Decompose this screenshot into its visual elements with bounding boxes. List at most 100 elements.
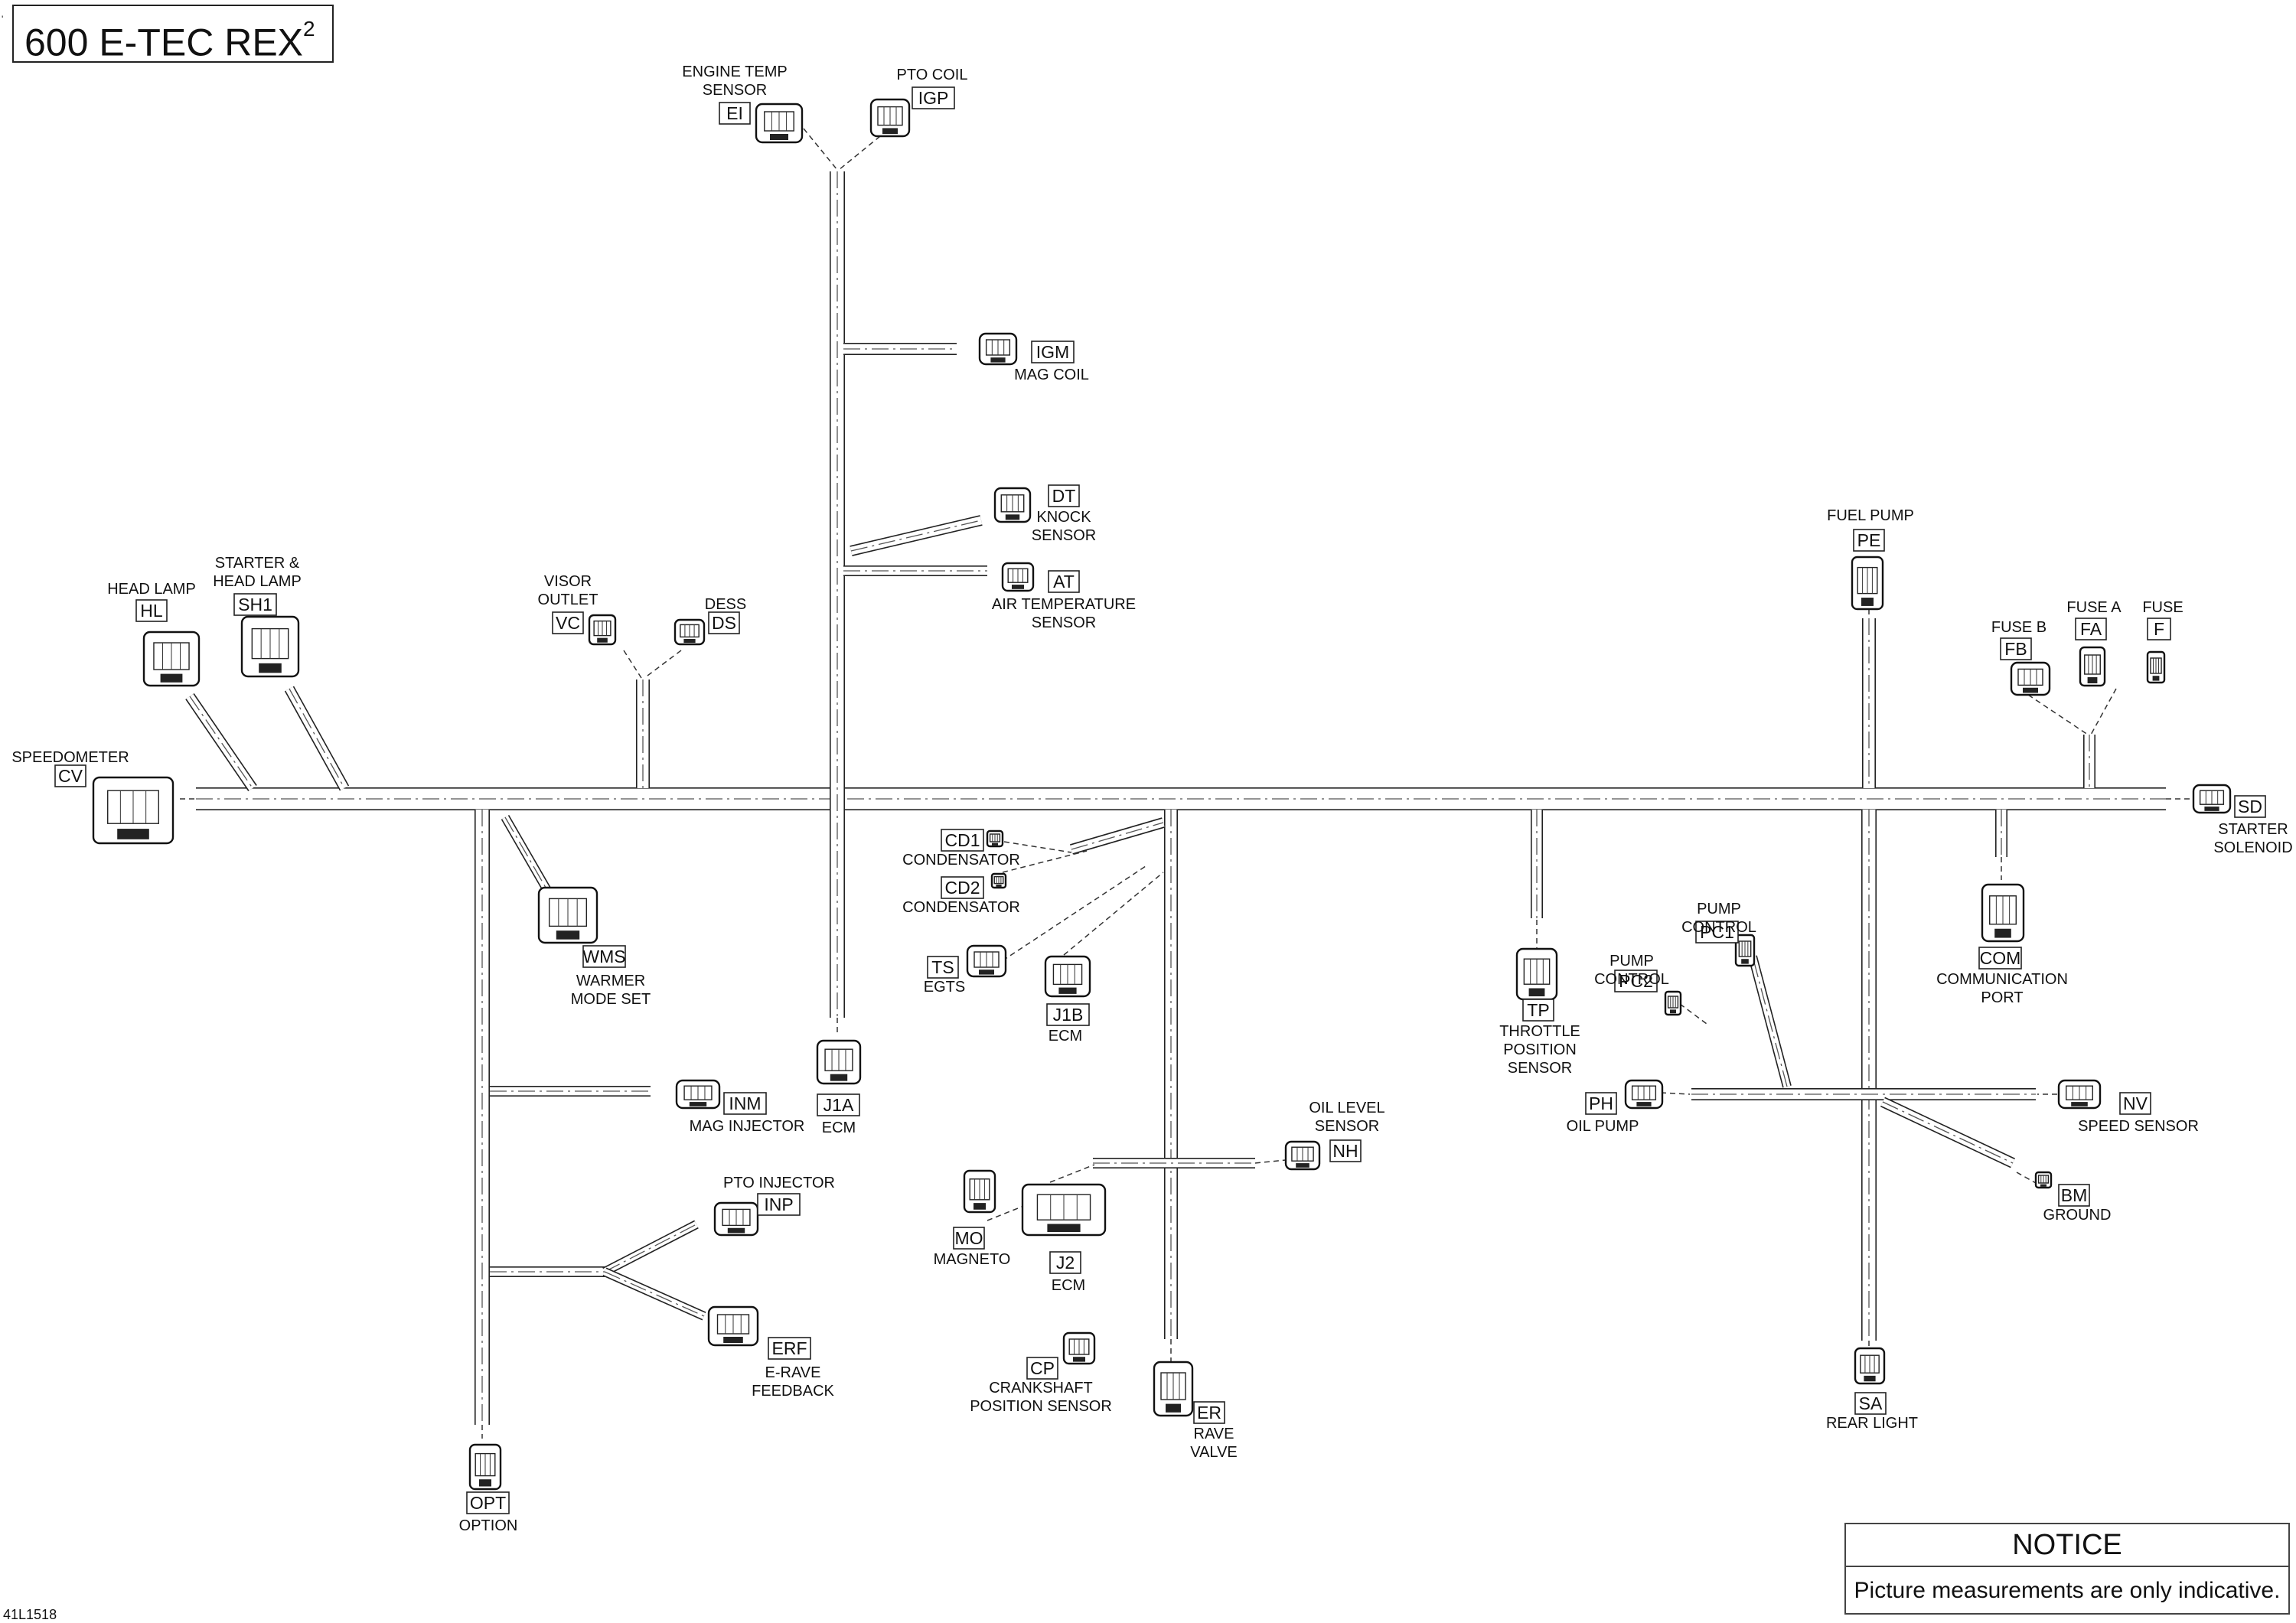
connector-label-opt-0: OPTION [459,1517,518,1534]
code-box-at [1048,570,1080,593]
connector-label-fa-0: FUSE A [2066,599,2122,616]
code-ei: EI [726,103,743,123]
connector-ei [755,103,804,144]
connector-latch-inm [689,1102,707,1106]
connector-label-nh-1: SENSOR [1315,1118,1379,1135]
connector-label-erf-0: E-RAVE [765,1364,821,1381]
connector-label-nh-0: OIL LEVEL [1309,1100,1384,1116]
connector-label-com-0: COMMUNICATION [1936,971,2068,988]
code-inp: INP [764,1194,793,1214]
code-hl: HL [140,601,163,621]
connector-latch-pc2 [1670,1009,1676,1014]
code-opt: OPT [470,1493,506,1513]
code-er: ER [1197,1403,1221,1423]
notice-text: Picture measurements are only indicative… [1854,1578,2281,1603]
connector-label-igm-0: MAG COIL [1014,367,1089,383]
leader-line-0 [803,128,838,171]
leader-line-18 [2016,1172,2037,1184]
connector-label-ei-1: SENSOR [703,82,767,99]
connector-label-sh1-1: HEAD LAMP [213,573,302,590]
bundle-centerline-18 [1752,956,1788,1087]
code-box-sh1 [233,593,277,616]
bundle-centerline-17 [1882,1101,2014,1164]
code-box-ts [927,956,959,979]
leader-line-9 [1049,1164,1095,1183]
code-box-bm [2058,1184,2090,1207]
notice-heading: NOTICE [1846,1524,2288,1567]
connector-latch-er [1166,1403,1181,1413]
harness-wires [180,128,2193,1439]
connector-ph [1624,1079,1664,1110]
connector-latch-ts [979,970,994,975]
connector-sa [1854,1347,1886,1385]
connector-label-sa-0: REAR LIGHT [1826,1415,1918,1432]
connector-label-nv-0: SPEED SENSOR [2078,1118,2199,1135]
connector-label-wms-0: WARMER [576,973,645,989]
code-box-dt [1048,484,1080,507]
connector-igp [869,98,911,138]
code-box-ph [1585,1092,1617,1115]
code-erf: ERF [772,1338,807,1358]
code-box-inm [723,1092,767,1115]
connector-cv [92,776,174,845]
code-pe: PE [1857,530,1881,550]
connector-latch-f [2152,676,2160,681]
connector-latch-bm [2040,1184,2047,1187]
connector-j1b [1044,955,1091,998]
code-f: F [2154,619,2164,639]
connector-label-inm-0: MAG INJECTOR [690,1118,805,1135]
code-box-hl [135,599,168,622]
code-fb: FB [2004,639,2027,659]
code-j2: J2 [1056,1253,1075,1273]
connector-pe [1851,556,1884,611]
code-cd1: CD1 [944,830,980,850]
connector-latch-j2 [1047,1224,1081,1233]
code-fa: FA [2080,619,2102,639]
connector-label-cp-1: POSITION SENSOR [970,1398,1112,1415]
connector-label-com-1: PORT [1981,989,2023,1006]
code-inm: INM [729,1093,761,1113]
leader-line-1 [838,135,881,171]
connector-label-pc2-1: CONTROL [1594,971,1669,988]
connector-latch-nh [1296,1163,1309,1168]
connector-latch-pc1 [1741,959,1749,964]
code-box-nv [2119,1092,2151,1115]
connector-bm [2034,1171,2053,1189]
connector-label-j2-0: ECM [1052,1277,1085,1294]
connector-label-tp-2: SENSOR [1508,1060,1572,1077]
corner-mark: ' [2,14,4,24]
connector-latch-vc [597,637,608,643]
connector-label-ei-0: ENGINE TEMP [682,64,787,80]
title-text: 600 E-TEC REX [24,21,304,64]
code-bm: BM [2061,1185,2088,1205]
connector-j1a [816,1039,862,1085]
leader-line-4 [1003,841,1072,853]
leader-line-13 [2090,688,2117,735]
connector-label-vc-0: VISOR [544,573,592,590]
connector-latch-ph [1636,1102,1652,1106]
code-ds: DS [712,613,736,633]
connector-label-tp-1: POSITION [1503,1041,1577,1058]
connector-latch-igm [990,357,1006,363]
connector-label-pe-0: FUEL PUMP [1827,507,1914,524]
code-igp: IGP [918,88,949,108]
code-wms: WMS [582,947,625,966]
connector-latch-sh1 [259,663,282,673]
connector-label-ts-0: EGTS [924,979,965,996]
connector-tp [1515,947,1558,1001]
connector-latch-nv [2071,1102,2088,1106]
connector-label-bm-0: GROUND [2043,1207,2112,1224]
leader-line-15 [1679,1003,1707,1025]
code-box-cv [54,764,86,787]
connector-fa [2079,646,2106,687]
leader-line-8 [987,1204,1026,1221]
code-box-pe [1853,529,1885,552]
connector-label-f-0: FUSE [2142,599,2183,616]
connector-latch-cd1 [992,842,998,846]
connector-label-ph-0: OIL PUMP [1567,1118,1639,1135]
code-cp: CP [1030,1358,1055,1378]
code-nv: NV [2123,1093,2148,1113]
connector-label-sd-1: SOLENOID [2213,839,2292,856]
connector-label-pc1-1: CONTROL [1681,919,1756,936]
